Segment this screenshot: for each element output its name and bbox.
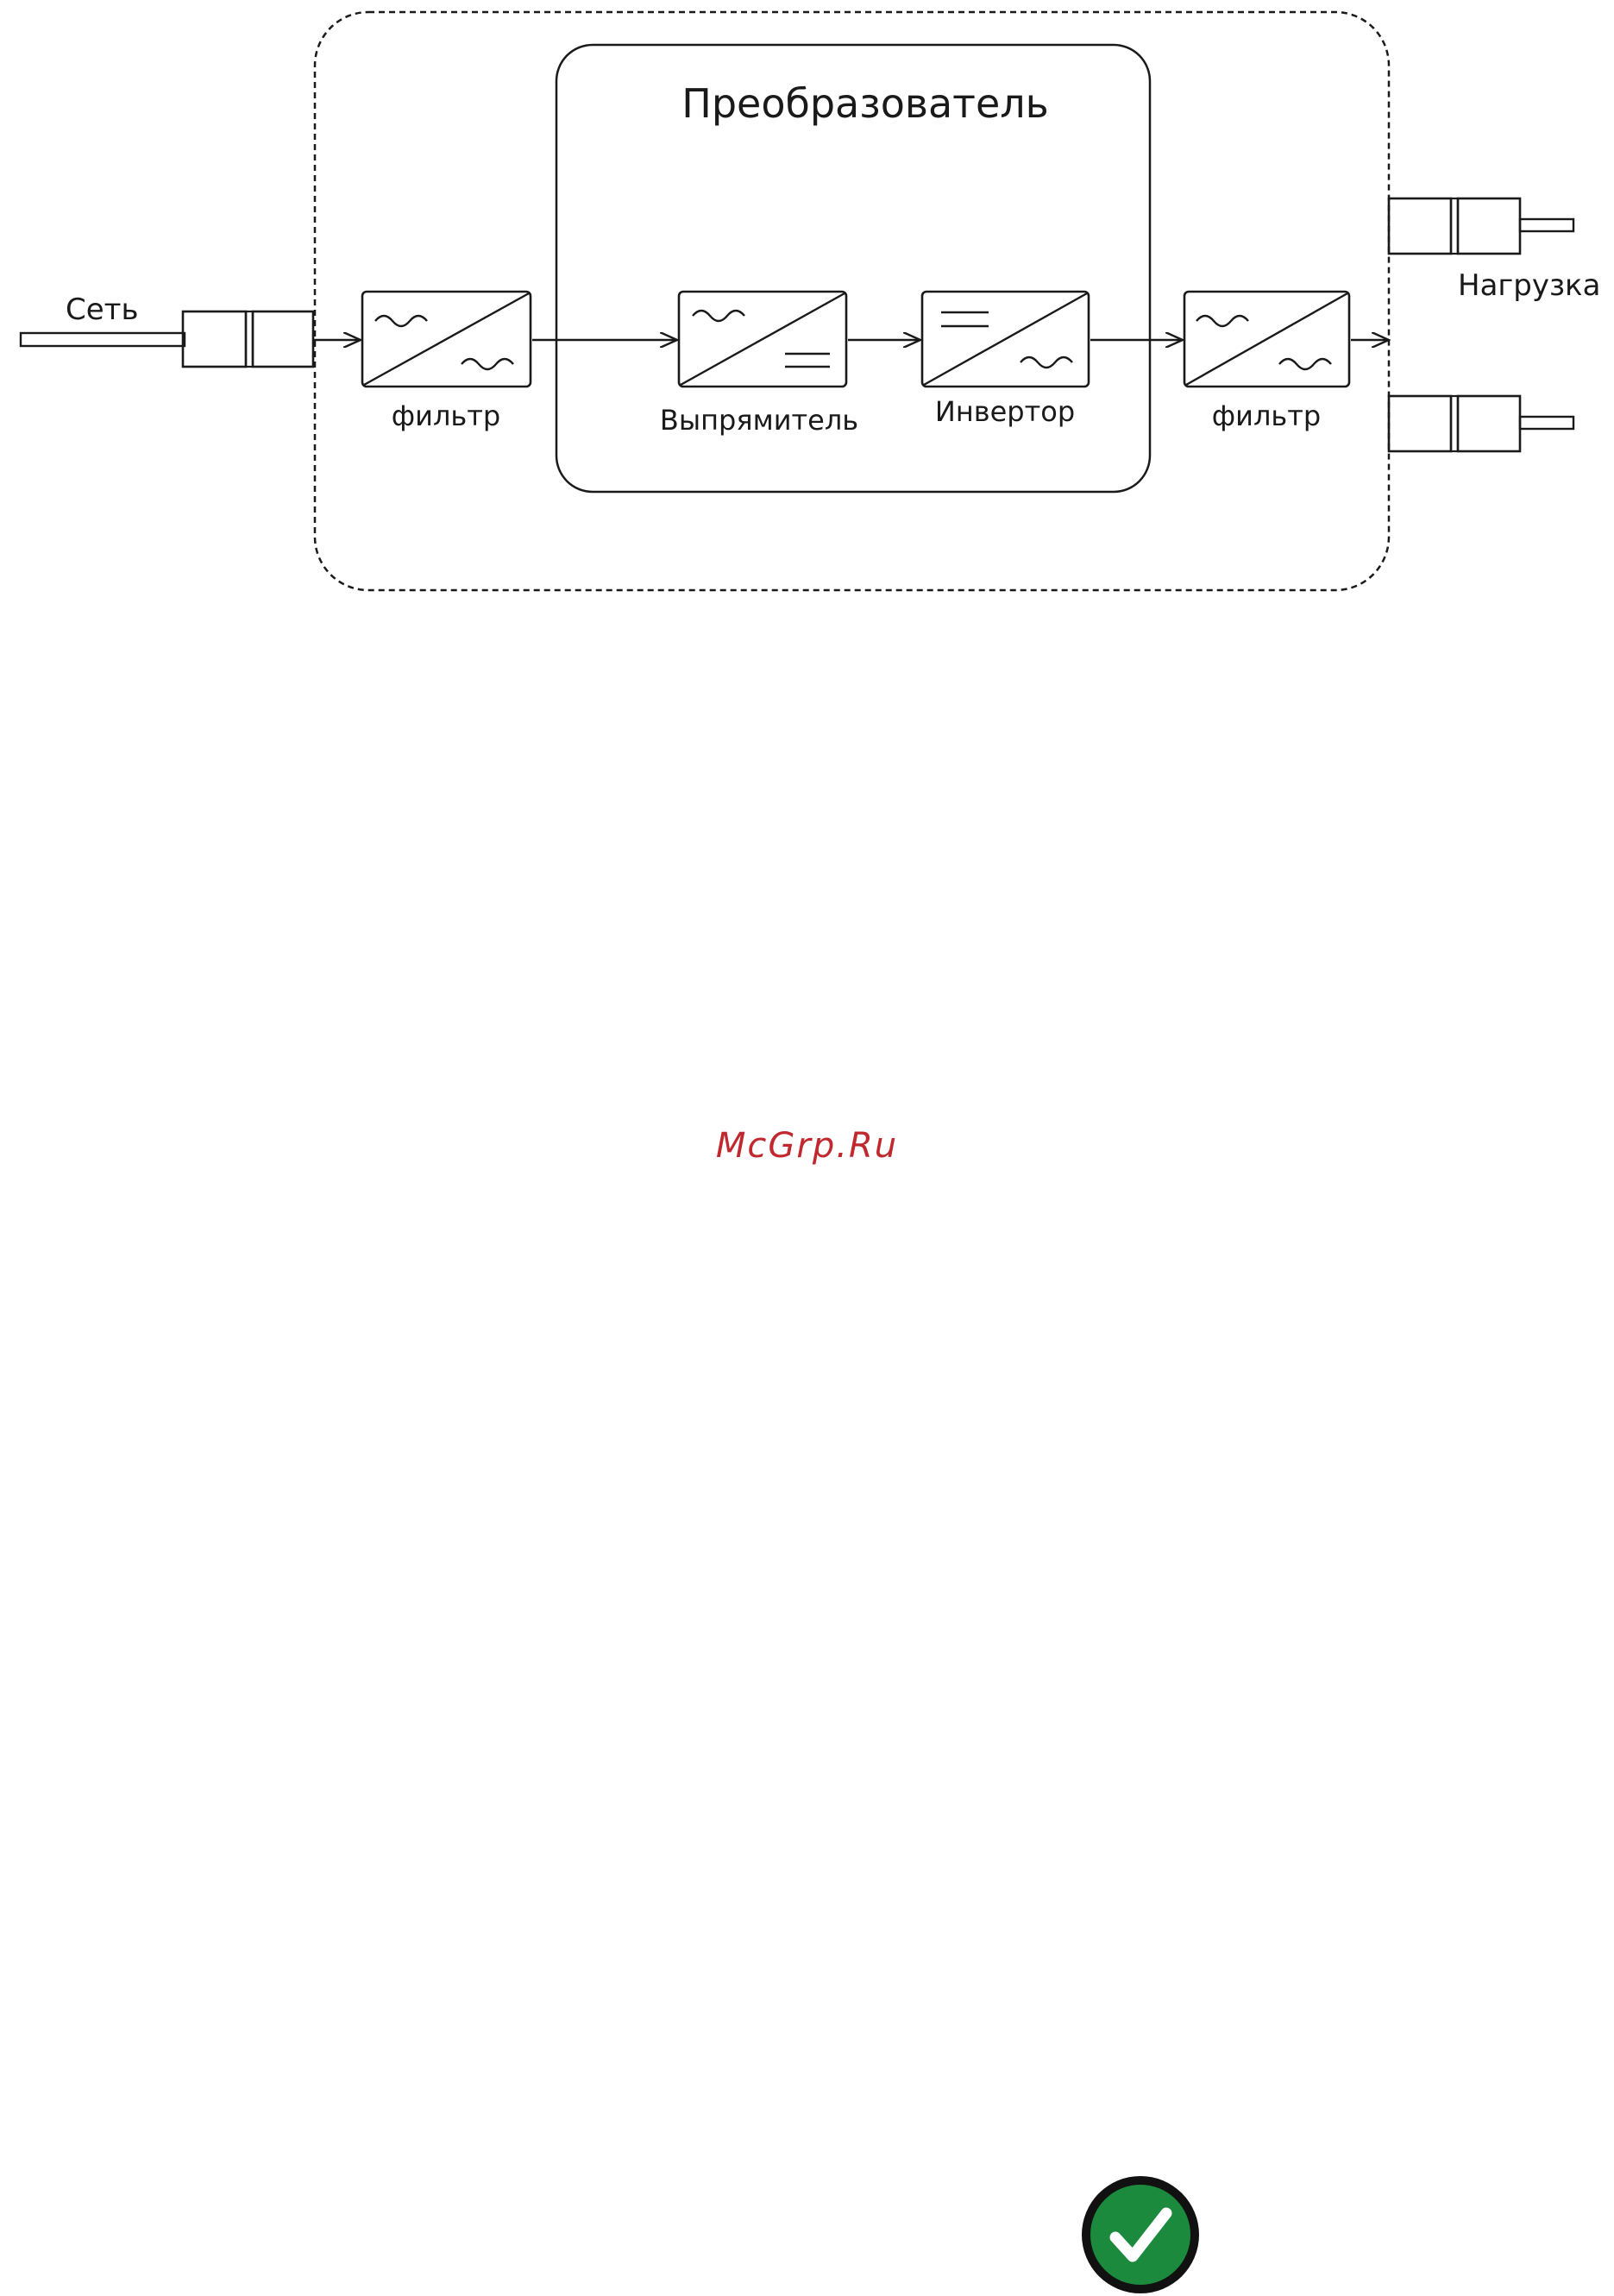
ac-wave-icon <box>375 316 427 326</box>
converter-title: Преобразователь <box>681 80 1049 127</box>
ac-wave-icon <box>693 311 744 321</box>
output-connector-top <box>1389 198 1573 254</box>
ac-wave-icon <box>1279 359 1331 369</box>
inverter-label: Инвертор <box>935 395 1075 428</box>
rectifier-label: Выпрямитель <box>660 404 858 437</box>
inverter-block <box>922 292 1089 387</box>
input-label: Сеть <box>66 293 139 327</box>
ac-wave-icon <box>1021 357 1072 368</box>
ac-wave-icon <box>1196 316 1248 326</box>
output-filter-label: фильтр <box>1212 399 1321 432</box>
input-filter-label: фильтр <box>392 399 500 432</box>
output-label: Нагрузка <box>1458 268 1600 303</box>
input-connector <box>183 311 313 367</box>
input-filter-block <box>362 292 531 387</box>
dc-lines-icon <box>785 354 830 367</box>
check-badge-fill <box>1090 2185 1190 2285</box>
rectifier-block <box>679 292 846 387</box>
output-connector-bottom <box>1389 396 1573 451</box>
watermark: McGrp.Ru <box>0 1126 1614 1166</box>
check-icon <box>1079 2173 1202 2296</box>
ups-block-diagram: Преобразователь Сеть фильтр Выпрямитель <box>0 0 1614 604</box>
output-filter-block <box>1184 292 1349 387</box>
ac-wave-icon <box>462 359 513 369</box>
input-cable <box>21 333 185 346</box>
dc-lines-icon <box>941 312 989 326</box>
